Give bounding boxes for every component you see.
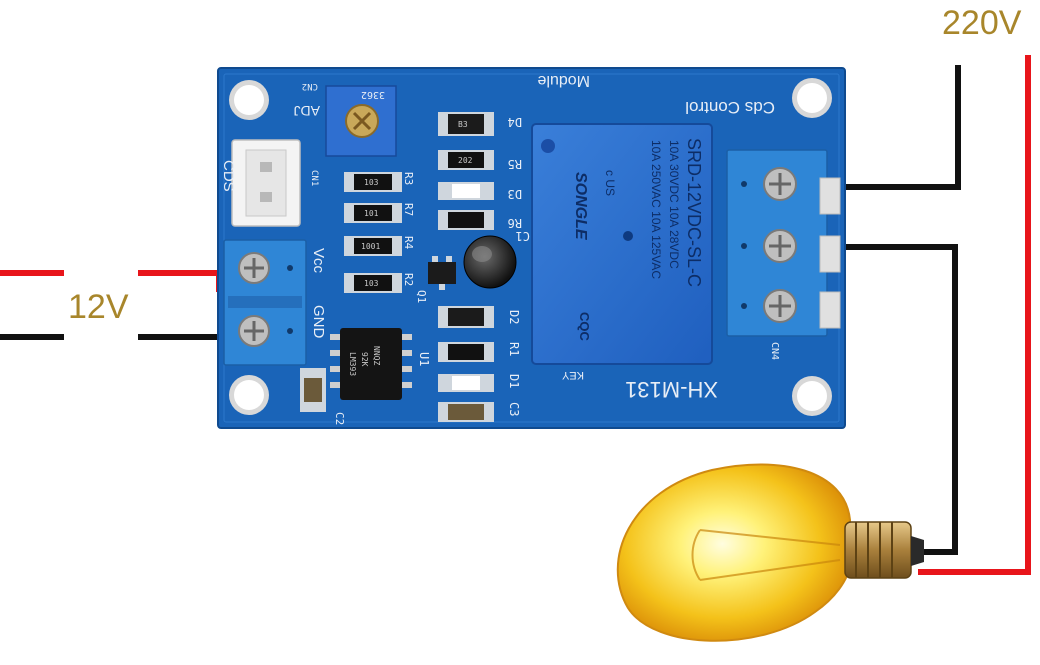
- relay: [531, 123, 713, 365]
- light-bulb: [616, 463, 924, 642]
- screw-out-2: [763, 229, 797, 263]
- mounting-hole-top-left: [229, 80, 269, 120]
- svg-text:202: 202: [458, 156, 473, 165]
- mounting-hole-bottom-left: [229, 375, 269, 415]
- screw-vcc: [238, 252, 270, 284]
- silk-d4: D4: [508, 115, 522, 129]
- power-terminal-block: [223, 239, 307, 366]
- bulb-base: [844, 521, 924, 579]
- silk-cds-control: Cds Control: [685, 98, 775, 117]
- relay-rating-1: 10A 250VAC 10A 125VAC: [649, 140, 663, 279]
- svg-text:B3: B3: [458, 120, 468, 129]
- silk-r2: R2: [402, 273, 415, 286]
- output-terminal-block: [726, 149, 841, 337]
- silk-c3: C3: [507, 402, 521, 416]
- adjust-potentiometer: [325, 85, 397, 157]
- relay-cert-cqc: CQC: [577, 312, 592, 342]
- silk-r5: R5: [508, 157, 522, 171]
- chip-text-1: LM393: [348, 352, 357, 376]
- silk-r6: R6: [508, 216, 522, 230]
- comparator-chip-u1: [330, 328, 412, 400]
- silk-cds: CDS: [220, 160, 237, 192]
- resistor-r2: 103: [344, 273, 402, 293]
- resistor-r7: 101: [344, 203, 402, 223]
- resistor-r3: 103: [344, 172, 402, 192]
- svg-text:101: 101: [364, 209, 379, 218]
- silk-module: Module: [537, 72, 590, 89]
- silk-vcc: Vcc: [310, 248, 327, 274]
- resistor-r4: 1001: [344, 236, 402, 256]
- silk-r7: R7: [402, 203, 415, 216]
- silk-u1: U1: [417, 352, 431, 366]
- capacitor-c1: [463, 235, 517, 289]
- silk-pot-code: 3362: [361, 89, 385, 100]
- svg-text:103: 103: [364, 279, 379, 288]
- relay-model: SRD-12VDC-SL-C: [684, 138, 704, 287]
- svg-text:1001: 1001: [361, 242, 380, 251]
- diode-d2: [438, 306, 494, 328]
- resistor-r6: [438, 210, 494, 230]
- chip-text-2: 92K: [360, 352, 369, 367]
- silk-r3: R3: [402, 172, 415, 185]
- chip-text-3: NNQZ: [372, 346, 381, 365]
- screw-out-3: [763, 289, 797, 323]
- relay-brand: SONGLE: [572, 172, 589, 241]
- silk-key: KEY: [561, 369, 584, 381]
- silk-c2: C2: [333, 412, 346, 425]
- cds-connector: [231, 139, 301, 227]
- relay-rating-2: 10A 30VDC 10A 28VDC: [667, 140, 681, 269]
- board-model-label: XH-M131: [625, 377, 718, 402]
- silk-r1: R1: [507, 342, 521, 356]
- label-220v: 220V: [942, 4, 1022, 42]
- resistor-r1: [438, 342, 494, 362]
- silk-gnd: GND: [310, 305, 327, 339]
- transistor-q1: [428, 256, 456, 290]
- mounting-hole-top-right: [792, 78, 832, 118]
- capacitor-c3: [438, 402, 494, 422]
- silk-r4: R4: [402, 236, 415, 250]
- silk-adj: ADJ: [294, 103, 320, 119]
- silk-d1: D1: [507, 374, 521, 388]
- silk-q1: Q1: [415, 290, 428, 303]
- relay-cert-us: c US: [603, 170, 617, 196]
- capacitor-c2: [300, 368, 326, 412]
- wire-220v-live: [918, 55, 1031, 575]
- label-12v: 12V: [68, 288, 129, 326]
- svg-text:103: 103: [364, 178, 379, 187]
- led-d3: [438, 182, 494, 200]
- silk-c1: C1: [516, 229, 530, 243]
- silk-d2: D2: [507, 310, 521, 324]
- relay-module-board: Module Cds Control CDS CN1 3362 ADJ CN2: [217, 67, 846, 429]
- wire-relay-to-bulb: [845, 244, 958, 555]
- mounting-hole-bottom-right: [792, 376, 832, 416]
- screw-gnd: [238, 315, 270, 347]
- wire-220v-neutral: [845, 65, 961, 190]
- silk-cn2: CN2: [302, 81, 318, 91]
- silk-d3: D3: [508, 187, 522, 201]
- silk-cn4: CN4: [769, 342, 780, 360]
- resistor-r5: 202: [438, 150, 494, 170]
- led-d1: [438, 374, 494, 392]
- silk-cn1: CN1: [309, 170, 319, 186]
- screw-out-1: [763, 167, 797, 201]
- diode-d4: B3: [438, 112, 494, 136]
